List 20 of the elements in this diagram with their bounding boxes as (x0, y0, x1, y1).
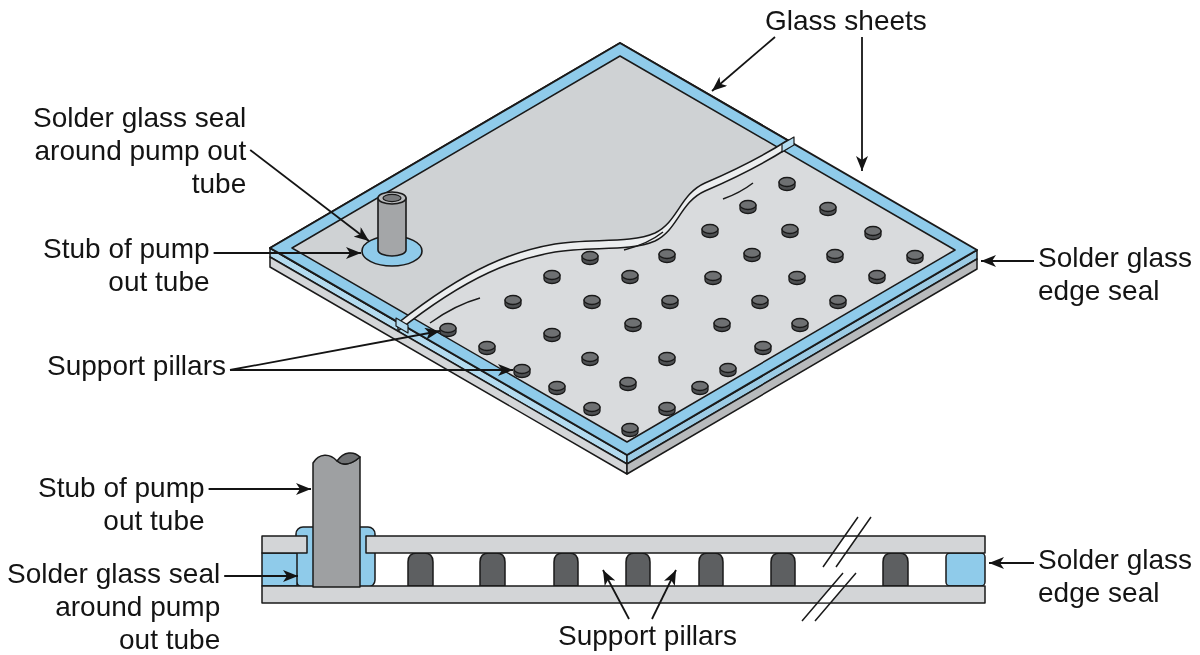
leader-arrow (249, 149, 370, 242)
leader-arrow (602, 569, 630, 620)
leader-arrow (988, 557, 1035, 569)
part-label: Solder glass seal around pump out tube (3, 557, 225, 655)
leader-arrow (229, 364, 514, 376)
part-label: Stub of pump out tube (34, 471, 209, 537)
part-label: Support pillars (43, 349, 230, 382)
part-label: Solder glass seal around pump out tube (29, 101, 251, 200)
leader-arrow (856, 36, 868, 172)
part-label: Stub of pump out tube (39, 232, 214, 298)
part-label: Solder glass edge seal (1034, 543, 1197, 609)
leader-arrow (651, 569, 677, 620)
part-label: Support pillars (554, 619, 741, 652)
part-label: Glass sheets (761, 4, 931, 37)
leader-arrow (223, 570, 299, 582)
part-label: Solder glass edge seal (1034, 241, 1197, 307)
leader-arrow (980, 255, 1035, 267)
leader-arrow (212, 247, 362, 259)
leader-arrow (207, 483, 312, 495)
leader-arrow (711, 36, 776, 92)
